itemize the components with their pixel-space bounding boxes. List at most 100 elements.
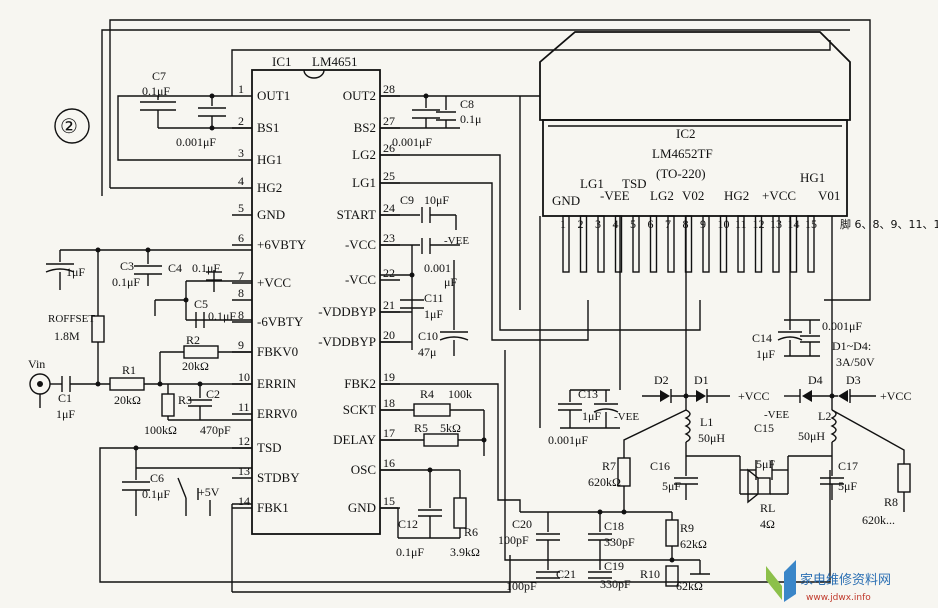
svg-text:0.1μF: 0.1μF xyxy=(142,487,170,501)
svg-text:0.001μF: 0.001μF xyxy=(176,135,216,149)
ic1-pin-number: 7 xyxy=(238,269,244,283)
ic1-pin-name: BS1 xyxy=(257,120,279,135)
ic2-pin-10-lead xyxy=(719,215,728,273)
ic1-pin-name: ERRIN xyxy=(257,376,297,391)
ic1-pin-number: 18 xyxy=(383,396,395,410)
svg-text:R9: R9 xyxy=(680,521,694,535)
ic1-pin-number: 2 xyxy=(238,114,244,128)
ic2-pin-number: 1 xyxy=(560,217,566,231)
ic2-pin-number: 2 xyxy=(578,217,584,231)
ic2-pin-5-lead xyxy=(632,215,640,273)
ic2-part: LM4652TF xyxy=(652,146,713,161)
svg-text:62kΩ: 62kΩ xyxy=(680,537,707,551)
ic2-pin-label: TSD xyxy=(622,176,647,191)
ic2-pin-13-lead xyxy=(772,215,780,273)
svg-text:R10: R10 xyxy=(640,567,660,581)
svg-text:+VCC: +VCC xyxy=(738,389,769,403)
ic1-pin-name: TSD xyxy=(257,440,282,455)
svg-text:470pF: 470pF xyxy=(200,423,231,437)
svg-text:50μH: 50μH xyxy=(798,429,825,443)
ic1-pin-number: 6 xyxy=(238,231,244,245)
svg-text:D1: D1 xyxy=(694,373,709,387)
svg-text:330pF: 330pF xyxy=(604,535,635,549)
ic1-pin-number: 13 xyxy=(238,464,250,478)
svg-text:1μF: 1μF xyxy=(56,407,75,421)
svg-text:0.1μF: 0.1μF xyxy=(112,275,140,289)
ic2-pin-label: -VEE xyxy=(600,188,630,203)
svg-text:C5: C5 xyxy=(194,297,208,311)
svg-text:R5: R5 xyxy=(414,421,428,435)
ic1-pin-name: ERRV0 xyxy=(257,406,297,421)
svg-text:-VEE: -VEE xyxy=(764,409,789,421)
svg-text:100k: 100k xyxy=(448,387,472,401)
ic2-pin-number: 3 xyxy=(595,217,601,231)
vcc-caps-group: 0.001 μF C11 1μF C10 47μ xyxy=(380,238,469,359)
ic1-body xyxy=(251,69,381,535)
ic2-tab xyxy=(539,31,851,121)
svg-text:R3: R3 xyxy=(178,393,192,407)
svg-text:C14: C14 xyxy=(752,331,772,345)
c7-group: C7 0.1μF 0.001μF xyxy=(140,69,252,149)
ic2-pin-7-lead xyxy=(667,215,675,273)
svg-text:5μF: 5μF xyxy=(662,479,681,493)
lower-rc-network: C20 100pF C18 330pF R9 62kΩ C21 100pF C1… xyxy=(498,509,710,593)
svg-text:R6: R6 xyxy=(464,525,478,539)
ic2-pin-label: +VCC xyxy=(762,188,796,203)
ic1-pin-number: 11 xyxy=(238,400,250,414)
svg-text:C9: C9 xyxy=(400,193,414,207)
svg-text:C16: C16 xyxy=(650,459,670,473)
svg-text:D1~D4:: D1~D4: xyxy=(832,339,871,353)
svg-text:100kΩ: 100kΩ xyxy=(144,423,177,437)
ic2-package: (TO-220) xyxy=(656,166,706,181)
svg-text:0.1μF: 0.1μF xyxy=(192,261,220,275)
svg-text:5μF: 5μF xyxy=(756,457,775,471)
ic1-pin-name: LG1 xyxy=(352,175,376,190)
svg-text:C3: C3 xyxy=(120,259,134,273)
svg-text:1μF: 1μF xyxy=(582,409,601,423)
left-supply-caps: 1μF C3 0.1μF C4 0.1μF C5 0.1μF ROFFSET 1… xyxy=(45,247,252,384)
load-network: C15 5μF RL 4Ω xyxy=(739,421,789,531)
ic2-unused-note: 脚 6、8、9、11、12 未连接 xyxy=(840,217,938,231)
svg-text:C17: C17 xyxy=(838,459,858,473)
svg-text:C6: C6 xyxy=(150,471,164,485)
svg-text:330pF: 330pF xyxy=(600,577,631,591)
svg-text:R1: R1 xyxy=(122,363,136,377)
ic1-pin-number: 8 xyxy=(238,286,244,300)
svg-text:D3: D3 xyxy=(846,373,861,387)
svg-text:0.001: 0.001 xyxy=(424,261,451,275)
svg-text:R2: R2 xyxy=(186,333,200,347)
ic1-pin-name: OUT1 xyxy=(257,88,290,103)
ic2-pin-number: 10 xyxy=(718,217,730,231)
ic1-pin-number: 22 xyxy=(383,266,395,280)
ic1-pin-name: START xyxy=(337,207,376,222)
ic2-pin-label: HG2 xyxy=(724,188,749,203)
input-network: Vin C1 1μF R1 20kΩ R2 20kΩ R3 100kΩ C2 4… xyxy=(28,333,252,437)
ic2-pin-3-lead xyxy=(597,215,605,273)
ic2-pin-12-lead xyxy=(754,215,763,273)
svg-text:47μ: 47μ xyxy=(418,345,436,359)
ic2-pin-6-lead xyxy=(649,215,658,273)
ic1-pin-number: 14 xyxy=(238,494,250,508)
ic1-right-pins: 28OUT227BS226LG225LG124START23-VCC22-VCC… xyxy=(318,82,400,515)
svg-text:C13: C13 xyxy=(578,387,598,401)
tsd-stdby-network: C6 0.1μF +5V xyxy=(99,445,831,593)
ic1-pin-number: 3 xyxy=(238,146,244,160)
svg-text:10μF: 10μF xyxy=(424,193,449,207)
ic2-pin-9-lead xyxy=(702,215,710,273)
svg-text:R8: R8 xyxy=(884,495,898,509)
ic1-pin-name: SCKT xyxy=(343,402,376,417)
ic2-pin-number: 6 xyxy=(648,217,654,231)
svg-text:C7: C7 xyxy=(152,69,166,83)
svg-text:R4: R4 xyxy=(420,387,434,401)
ic2-pin-number: 15 xyxy=(805,217,817,231)
svg-text:1μF: 1μF xyxy=(66,265,85,279)
svg-text:20kΩ: 20kΩ xyxy=(114,393,141,407)
svg-text:4Ω: 4Ω xyxy=(760,517,775,531)
timing-network: R4 100k R5 5kΩ C12 0.1μF R6 3.9kΩ xyxy=(380,387,487,559)
ic1-pin-name: FBKV0 xyxy=(257,344,298,359)
svg-text:μF: μF xyxy=(444,275,457,289)
svg-text:0.001μF: 0.001μF xyxy=(548,433,588,447)
svg-text:62kΩ: 62kΩ xyxy=(676,579,703,593)
